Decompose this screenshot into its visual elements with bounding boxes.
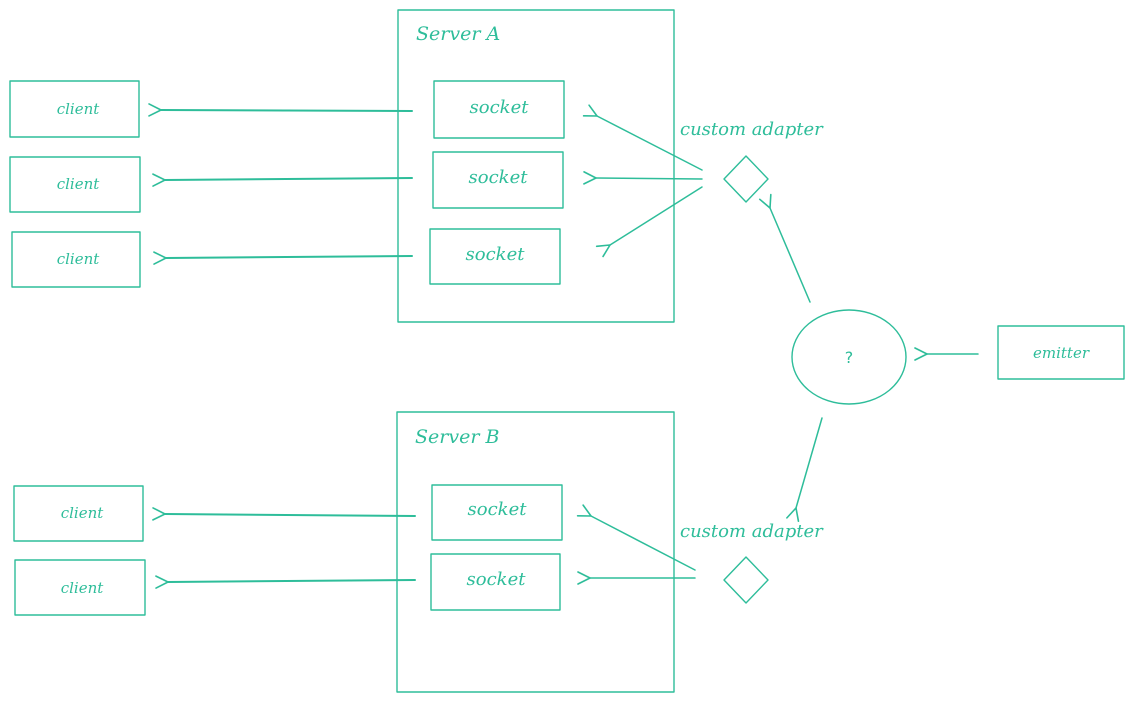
server-a-clients: client client client	[9, 80, 141, 288]
server-a-box	[397, 9, 675, 323]
server-b-box	[396, 411, 675, 693]
server-b-socket-2-label: socket	[467, 569, 527, 590]
adapter-b-group: custom adapter	[680, 521, 824, 604]
server-b-group: Server B socket socket	[396, 411, 675, 693]
arrow-adapter-a-to-socket-1	[582, 104, 703, 171]
server-a-socket-2-label: socket	[469, 167, 529, 188]
server-b-client-2-label: client	[61, 579, 105, 597]
server-a-client-2-box	[9, 156, 141, 213]
arrow-a-socket-1-to-client	[148, 103, 413, 117]
arrow-hub-to-adapter-a	[758, 193, 811, 303]
adapter-a-label: custom adapter	[680, 119, 824, 140]
server-b-socket-1-box	[431, 484, 563, 541]
adapter-b-diamond	[723, 556, 769, 604]
server-a-socket-3-label: socket	[466, 244, 526, 265]
server-a-client-2-label: client	[57, 175, 101, 193]
server-a-client-3-box	[11, 231, 141, 288]
server-a-client-1-label: client	[57, 100, 101, 118]
hub-ellipse	[791, 309, 907, 405]
server-a-socket-1-box	[433, 80, 565, 139]
arrow-b-socket-1-to-client	[152, 507, 416, 521]
adapter-a-group: custom adapter	[680, 119, 824, 203]
server-a-client-1-box	[9, 80, 140, 138]
arrow-adapter-a-to-socket-3	[595, 186, 703, 258]
server-a-group: Server A socket socket socket	[397, 9, 675, 323]
hub-label: ?	[845, 348, 854, 367]
server-b-clients: client client	[13, 485, 146, 616]
arrow-b-socket-2-to-client	[155, 575, 416, 589]
arrow-a-socket-2-to-client	[152, 173, 413, 187]
emitter-label: emitter	[1033, 344, 1090, 362]
server-b-title: Server B	[415, 426, 499, 448]
server-a-socket-2-box	[432, 151, 564, 209]
server-b-client-1-label: client	[61, 504, 105, 522]
adapter-a-diamond	[723, 155, 769, 203]
server-b-socket-2-box	[430, 553, 561, 611]
server-b-socket-1-label: socket	[468, 499, 528, 520]
emitter-group: emitter	[997, 325, 1125, 380]
server-b-client-2-box	[14, 559, 146, 616]
arrow-a-socket-3-to-client	[153, 251, 413, 265]
server-a-title: Server A	[416, 23, 500, 45]
arrow-adapter-a-to-socket-2	[583, 171, 703, 185]
server-b-client-1-box	[13, 485, 144, 542]
server-a-client-3-label: client	[57, 250, 101, 268]
server-a-socket-3-box	[429, 228, 561, 285]
arrow-adapter-b-to-socket-1	[576, 504, 696, 571]
adapter-b-label: custom adapter	[680, 521, 824, 542]
hub-group: ?	[791, 309, 907, 405]
arrow-hub-to-adapter-b	[786, 417, 823, 522]
server-a-socket-1-label: socket	[470, 97, 530, 118]
emitter-box	[997, 325, 1125, 380]
